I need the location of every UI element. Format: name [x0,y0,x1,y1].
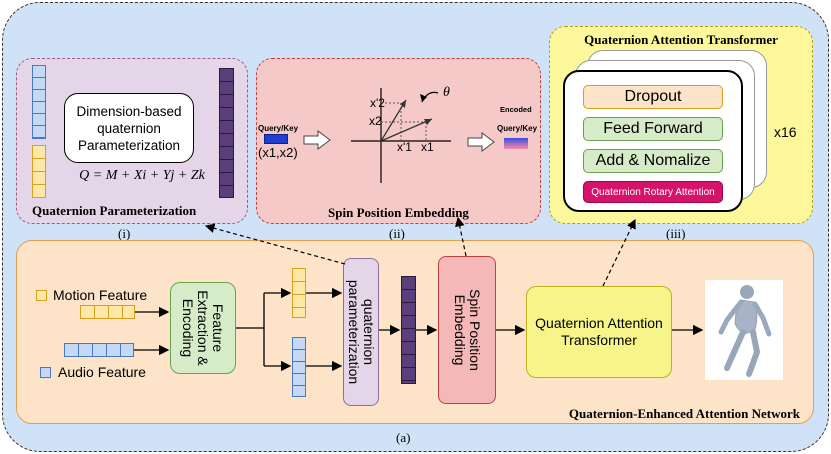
x1-prime-label: x'1 [397,140,412,154]
label-iii: (iii) [666,226,686,241]
dashed-arrow-to-param-panel [204,223,346,265]
add-normalize-layer: Add & Nomalize [583,149,723,173]
encoded-query-key-block [504,138,528,149]
spin-rotation-diagram [303,88,528,183]
blue-vector-column [32,65,46,139]
audio-feature-label: Audio Feature [58,364,146,380]
human-figure-icon [718,285,772,377]
purple-vector-column [219,68,234,198]
dimension-param-text: Dimension-based quaternion Parameterizat… [76,103,182,153]
encoded-label: Encoded [500,105,532,114]
feed-forward-label: Feed Forward [603,120,703,137]
spin-embedding-box [438,256,496,404]
network-title: Quaternion-Enhanced Attention Network [568,406,800,421]
repeat-count: x16 [774,124,797,140]
add-normalize-label: Add & Nomalize [595,152,711,169]
blue-output-column [292,337,306,397]
quaternion-formula: Q = M + Xi + Yj + Zk [79,168,205,183]
encoded-query-key-label: Query/Key [497,124,538,133]
hollow-arrow-right [467,132,495,152]
query-key-input-block [264,134,288,144]
yellow-output-column [292,268,306,318]
yellow-vector-column [32,145,46,198]
x2-prime-label: x'2 [370,96,385,110]
qat-box: Quaternion Attention Transformer [526,286,672,378]
motion-feature-swatch [36,290,47,301]
original-vector [380,118,433,142]
hollow-arrow-left [303,130,331,150]
motion-feature-vector [80,305,135,319]
dimension-param-box: Dimension-based quaternion Parameterizat… [64,93,194,163]
x1-label: x1 [421,140,434,154]
purple-embedding-column [401,276,416,384]
quaternion-rotary-attention-layer: Quaternion Rotary Attention [583,181,723,203]
quaternion-attention-transformer-title: Quaternion Attention Transformer [584,32,778,47]
query-key-input-label: Query/Key [258,124,299,133]
audio-feature-vector [64,343,134,357]
feature-extraction-box [170,282,236,374]
dashed-arrow-to-transformer-panel [602,218,636,287]
quaternion-rotary-attention-label: Quaternion Rotary Attention [591,186,715,198]
quaternion-parameterization-title: Quaternion Parameterization [32,203,197,218]
quaternion-param-box [343,258,379,406]
theta-label: θ [443,85,450,100]
audio-feature-swatch [40,367,51,378]
dashed-arrow-to-spin-panel [455,216,467,257]
input-coords-text: (x1,x2) [258,145,298,160]
x2-label: x2 [369,114,382,128]
label-ii: (ii) [389,226,405,241]
dropout-layer: Dropout [583,85,723,109]
rotated-vector [380,99,407,142]
label-i: (i) [118,226,131,241]
spin-position-embedding-title: Spin Position Embedding [328,205,469,220]
input-coords-label: (x1,x2) [258,145,298,160]
label-a: (a) [396,430,411,445]
motion-feature-label: Motion Feature [53,287,148,303]
dropout-label: Dropout [624,88,682,105]
qat-label: Quaternion Attention Transformer [535,315,663,348]
feed-forward-layer: Feed Forward [583,117,723,141]
